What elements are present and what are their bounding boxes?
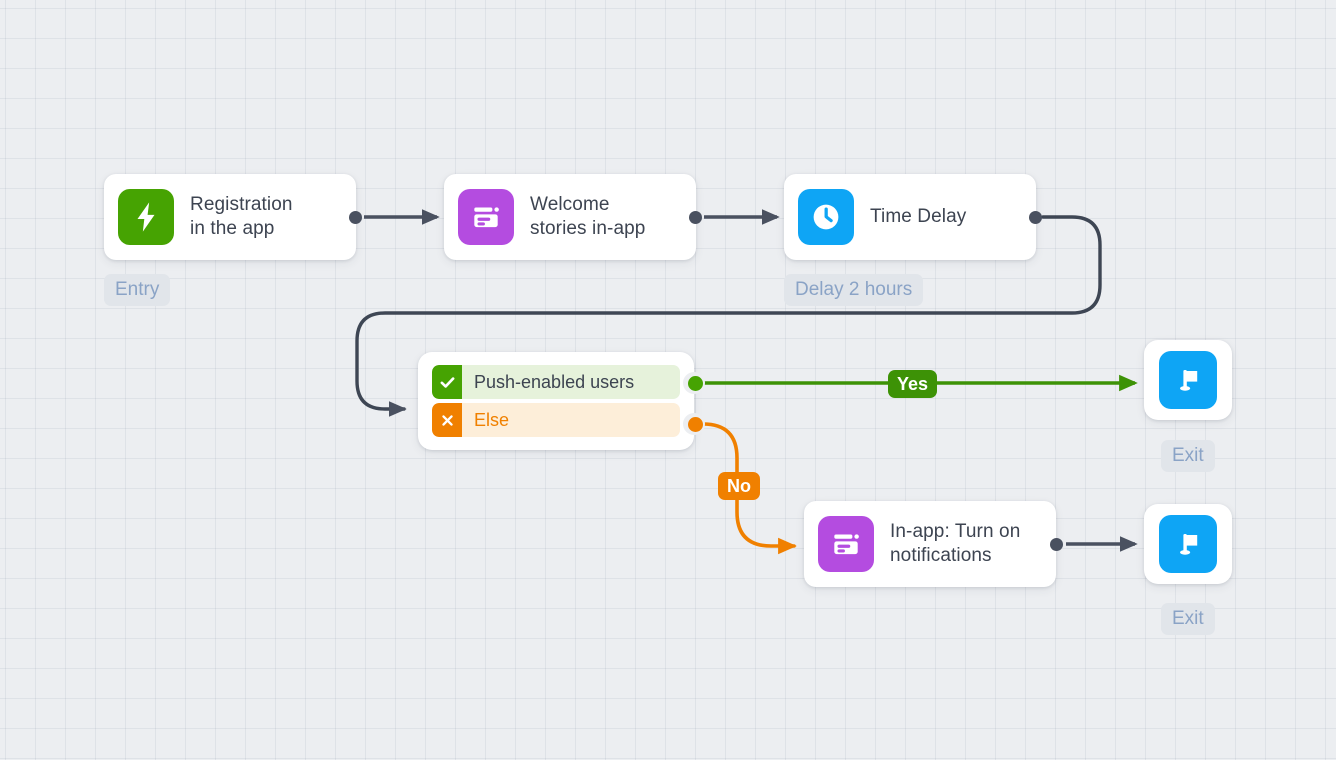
bolt-icon (118, 189, 174, 245)
clock-icon (798, 189, 854, 245)
node-title: Time Delay (870, 206, 967, 227)
in-app-message-icon (818, 516, 874, 572)
node-title: In-app: Turn on notifications (890, 521, 1021, 566)
port-out-welcome-stories[interactable] (689, 211, 702, 224)
caption-exit-bottom: Exit (1161, 603, 1215, 635)
node-time-delay[interactable]: Time Delay (784, 174, 1036, 260)
edge-label-yes: Yes (888, 370, 938, 398)
condition-branch-push-enabled[interactable]: Push-enabled users (432, 365, 680, 399)
node-exit-top[interactable] (1144, 340, 1232, 420)
edge-label-no: No (718, 472, 760, 500)
node-title: Welcome stories in-app (530, 194, 646, 239)
caption-delay: Delay 2 hours (784, 274, 924, 306)
caption-exit-top: Exit (1161, 440, 1215, 472)
port-out-registration[interactable] (349, 211, 362, 224)
node-title: Registration in the app (190, 194, 293, 239)
port-out-condition-else[interactable] (688, 417, 703, 432)
flag-icon (1159, 351, 1217, 409)
caption-entry: Entry (104, 274, 171, 306)
port-out-time-delay[interactable] (1029, 211, 1042, 224)
port-out-in-app-turn-on[interactable] (1050, 538, 1063, 551)
port-out-condition-yes[interactable] (688, 376, 703, 391)
check-icon (432, 365, 462, 399)
node-in-app-turn-on-notifications[interactable]: In-app: Turn on notifications (804, 501, 1056, 587)
node-condition-push-enabled[interactable]: Push-enabled users Else (418, 352, 705, 450)
condition-branch-label: Push-enabled users (474, 371, 635, 392)
in-app-message-icon (458, 189, 514, 245)
condition-branch-label: Else (474, 409, 510, 430)
node-exit-bottom[interactable] (1144, 504, 1232, 584)
flag-icon (1159, 515, 1217, 573)
node-welcome-stories-in-app[interactable]: Welcome stories in-app (444, 174, 696, 260)
node-registration-in-the-app[interactable]: Registration in the app (104, 174, 356, 260)
condition-branch-else[interactable]: Else (432, 403, 680, 437)
cross-icon (432, 403, 462, 437)
